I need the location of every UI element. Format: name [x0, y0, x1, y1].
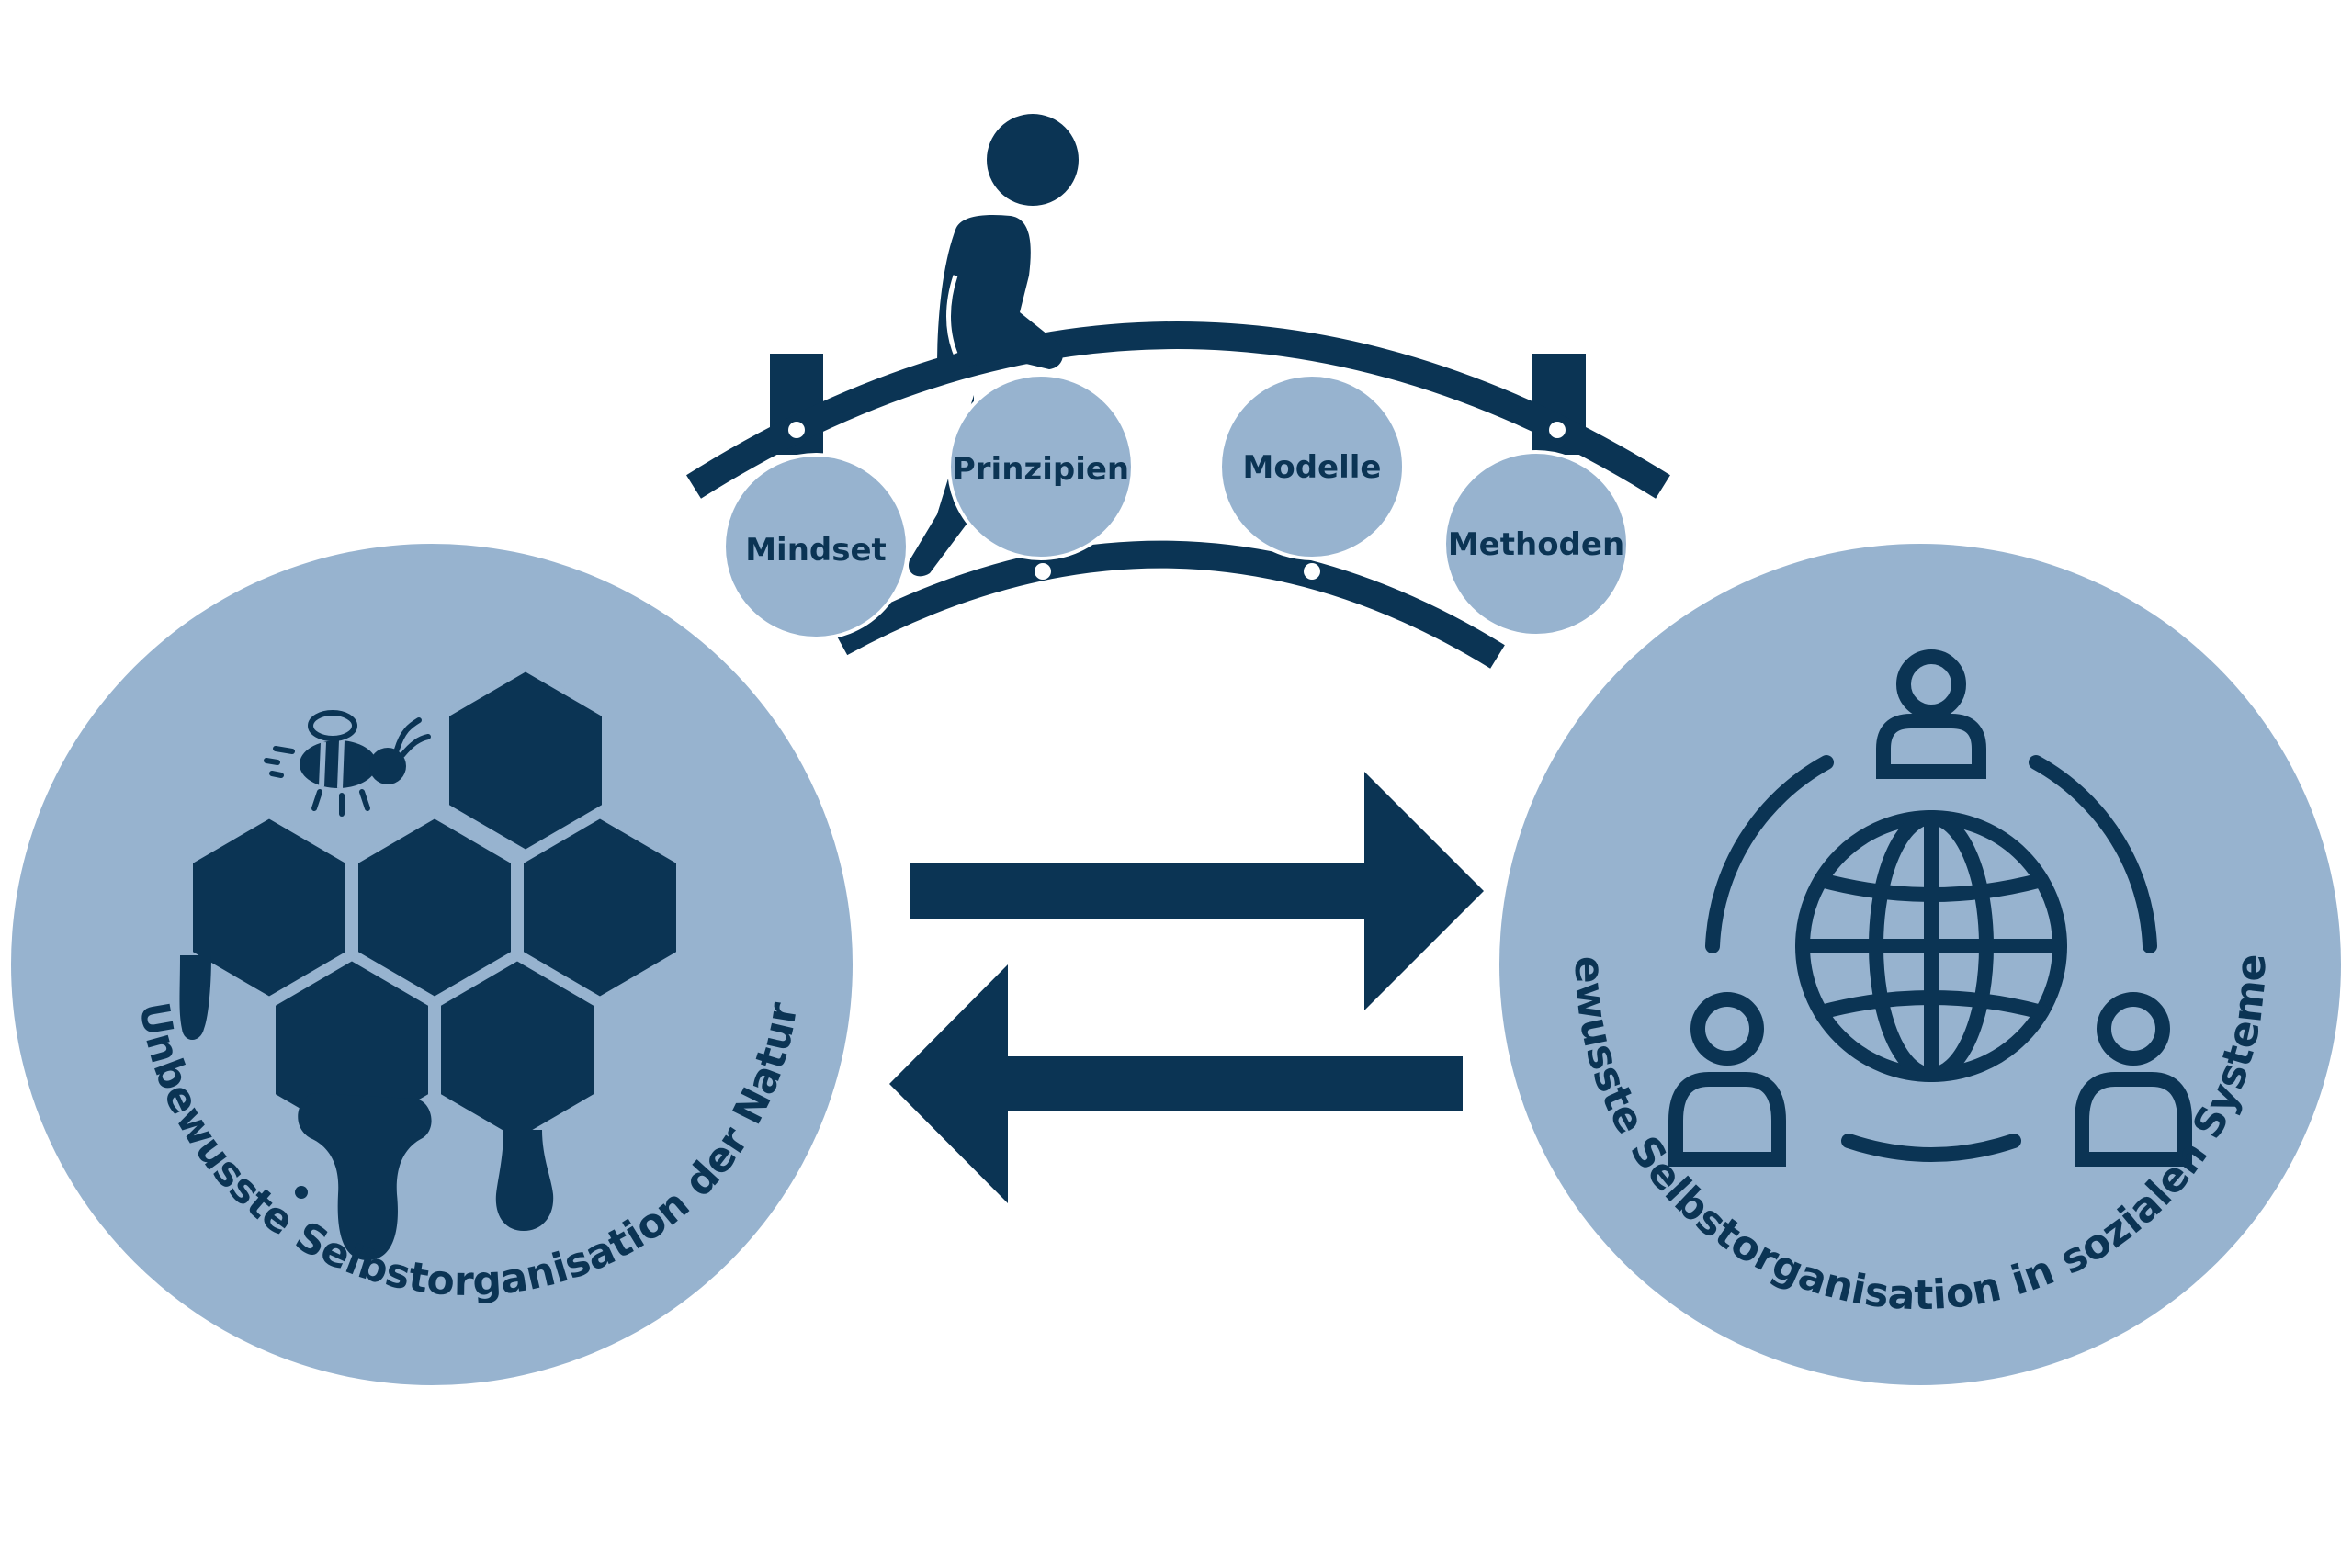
walking-person-icon — [909, 114, 1079, 577]
bridge-icon — [686, 321, 1670, 669]
bee-icon — [264, 710, 431, 817]
step-label: Methoden — [1448, 526, 1624, 563]
arrow-right — [910, 772, 1484, 1010]
step-label: Mindset — [745, 532, 887, 569]
bidirectional-arrows-icon — [889, 772, 1484, 1203]
bridge-steps: Mindset Prinzipien Modelle Methoden — [722, 373, 1630, 640]
arrow-left — [889, 964, 1463, 1203]
honey-drips — [179, 955, 554, 1260]
step-methoden: Methoden — [1442, 450, 1630, 637]
step-label: Modelle — [1243, 449, 1382, 486]
left-circle: Unbewusste Selbstorganisation der Natur — [11, 544, 853, 1385]
step-modelle: Modelle — [1218, 373, 1406, 560]
global-network-people-icon — [1668, 649, 2192, 1167]
step-prinzipien: Prinzipien — [947, 373, 1135, 560]
step-mindset: Mindset — [722, 453, 910, 640]
step-label: Prinzipien — [953, 451, 1129, 488]
